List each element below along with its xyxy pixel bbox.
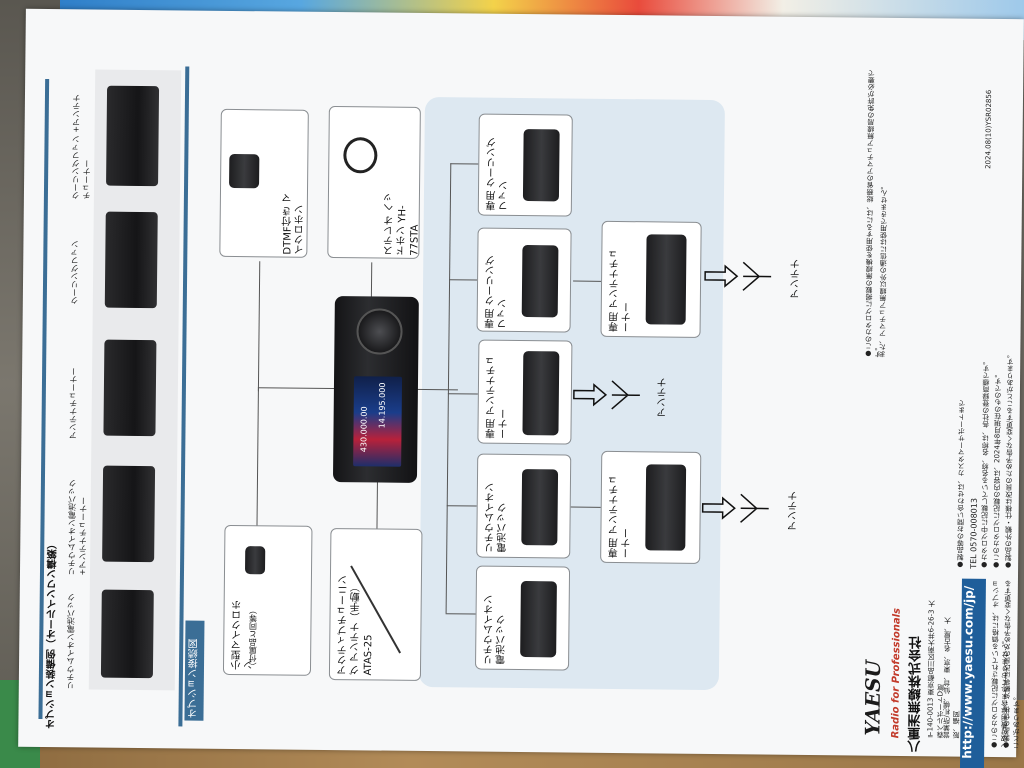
battery2-image <box>520 581 557 658</box>
small-mic-image <box>244 546 266 575</box>
battery1-image <box>521 469 559 546</box>
antenna-1-icon <box>704 261 772 291</box>
antenna-2-label: アンテナ <box>657 377 670 418</box>
note-specs: ●製品の外観・仕様は改良のため予告なく変更することがあります。 <box>1004 351 1015 570</box>
tuner-top-box: 専用 アンテナチューナー <box>600 220 702 338</box>
tuner-top-label: 専用 アンテナチューナー <box>609 248 634 333</box>
antenna-2-icon <box>573 380 640 410</box>
line-to-dtmf <box>257 261 261 392</box>
config-photo-3 <box>103 339 157 437</box>
config-label-3: アンテナチューナー <box>68 367 79 440</box>
line-to-small-mic <box>256 387 259 538</box>
radio-display: 14.195.000 430.000.00 <box>353 376 403 467</box>
contact-note: ●製品等のお問い合わせは、カスタマーサポートまで <box>956 399 966 569</box>
fan2-box: 専用 クーリングファン <box>476 227 572 333</box>
left-title: オプション装備例（オールインワン構築） <box>46 539 60 730</box>
tuner-mid-label: 専用 アンテナチューナー <box>486 355 511 439</box>
fan1-label: 専用 クーリングファン <box>486 137 511 211</box>
battery2-box: リチウムイオン 電池パック <box>474 565 571 671</box>
main-radio: 14.195.000 430.000.00 <box>332 296 419 483</box>
dtmf-mic-image <box>229 153 260 189</box>
tuner-bottom-box: 専用 アンテナチューナー <box>600 450 702 564</box>
small-mic-box: 小型マイクロホン （付属品と同等） <box>222 524 313 676</box>
config-label-4: クーリングファン <box>69 240 80 305</box>
display-freq-sub: 430.000.00 <box>359 406 369 453</box>
tuner-bottom-image <box>645 464 687 551</box>
fan2-image <box>521 245 559 318</box>
license-note-2: また、アマチュア無線以外の通信には使用できません。 <box>878 182 889 358</box>
atas-label: アクティブチューニング アンテナ（手動） ATAS-25 <box>337 575 375 676</box>
tuner-bottom-label: 専用 アンテナチューナー <box>609 474 633 559</box>
tuner-top-image <box>645 234 687 325</box>
dtmf-mic-box: DTMF付き マイクロホン <box>219 108 309 258</box>
config-photo-1 <box>100 589 154 679</box>
line-to-headphone <box>370 262 373 299</box>
fan1-box: 専用 クーリングファン <box>477 113 573 217</box>
date-code: 2024.08(10)YSR02856 <box>984 89 994 169</box>
fan2-label: 専用 クーリングファン <box>485 255 510 329</box>
dtmf-mic-label: DTMF付き マイクロホン <box>282 193 307 255</box>
contact-tel: TEL 0570-008013 <box>969 497 979 569</box>
antenna-3-icon <box>701 493 769 523</box>
headphone-box: ステレオ ヘッドホン YH-77STA <box>327 105 421 259</box>
antenna-3-label: アンテナ <box>788 490 800 531</box>
small-mic-note: （付属品と同等） <box>247 606 258 671</box>
config-label-1: リチウムイオン電池パック <box>65 593 76 690</box>
tuner-mid-box: 専用 アンテナチューナー <box>477 339 573 445</box>
battery1-box: リチウムイオン 電池パック <box>476 453 572 559</box>
company-name: 八重洲無線株式会社 <box>908 636 925 754</box>
company-url-link[interactable]: http://www.yaesu.com/jp/ <box>959 578 986 768</box>
headphone-label: ステレオ ヘッドホン YH-77STA <box>384 192 421 256</box>
battery1-label: リチウムイオン 電池パック <box>485 482 510 553</box>
main-dial-knob <box>356 308 403 355</box>
config-photo-5 <box>106 85 160 187</box>
battery2-label: リチウムイオン 電池パック <box>484 594 509 665</box>
antenna-1-label: アンテナ <box>790 258 803 299</box>
config-photo-4 <box>104 211 158 309</box>
headphone-icon <box>343 137 378 174</box>
atas-box: アクティブチューニング アンテナ（手動） ATAS-25 <box>328 528 423 681</box>
display-freq-main: 14.195.000 <box>377 382 387 429</box>
fan1-image <box>522 129 560 202</box>
config-label-5: クーリングファン +アンテナチューナー <box>70 94 92 200</box>
diagram-title: オプション接続図 <box>184 620 205 721</box>
tuner-mid-image <box>522 351 560 436</box>
config-photo-2 <box>102 465 156 563</box>
catalog-sheet: オプション装備例（オールインワン構築） リチウムイオン電池パック リチウムイオン… <box>18 8 1024 768</box>
company-tagline: Radio for Professionals <box>890 607 903 739</box>
config-label-2: リチウムイオン電池パック +アンテナチューナー <box>66 479 88 576</box>
yaesu-logo: YAESU <box>860 659 886 736</box>
note-appearance: ●製品の仕様・外観等は改良のため予告なく変更することがあります。 <box>1002 580 1021 750</box>
